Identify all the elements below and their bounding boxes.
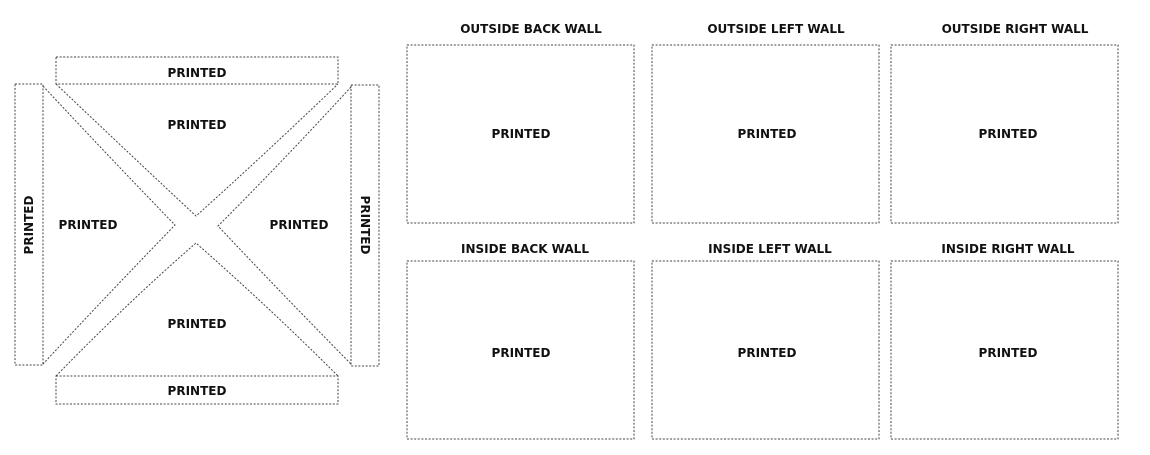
- right-flap-label: PRINTED: [358, 196, 372, 255]
- right-flap: PRINTED: [350, 84, 380, 367]
- panel-title: INSIDE LEFT WALL: [708, 242, 832, 256]
- left-wedge-label: PRINTED: [59, 218, 118, 232]
- left-flap-label: PRINTED: [22, 196, 36, 255]
- panel-content: PRINTED: [979, 346, 1038, 360]
- panel-title: OUTSIDE RIGHT WALL: [942, 22, 1089, 36]
- panel-outline: [890, 44, 1119, 224]
- panel-title: OUTSIDE BACK WALL: [460, 22, 602, 36]
- panel-content: PRINTED: [492, 127, 551, 141]
- bottom-wedge-outline: [55, 242, 339, 377]
- bottom-flap-outline: [55, 375, 339, 405]
- panel-outline: [651, 260, 880, 440]
- panel-content: PRINTED: [738, 127, 797, 141]
- top-wedge-outline: [55, 83, 339, 217]
- top-flap: PRINTED: [55, 56, 339, 85]
- right-wedge: PRINTED: [217, 86, 352, 365]
- base-template: PRINTED PRINTED PRINTED PRINTED PRINTED …: [14, 56, 380, 405]
- panel-outline: [890, 260, 1119, 440]
- bottom-wedge: PRINTED: [55, 242, 339, 377]
- panel-inside-back-wall: INSIDE BACK WALL PRINTED: [406, 242, 635, 440]
- panel-inside-right-wall: INSIDE RIGHT WALL PRINTED: [890, 242, 1119, 440]
- panel-outside-right-wall: OUTSIDE RIGHT WALL PRINTED: [890, 22, 1119, 224]
- panel-content: PRINTED: [492, 346, 551, 360]
- right-wedge-outline: [217, 86, 352, 365]
- panel-outside-back-wall: OUTSIDE BACK WALL PRINTED: [406, 22, 635, 224]
- bottom-wedge-label: PRINTED: [168, 317, 227, 331]
- panel-content: PRINTED: [738, 346, 797, 360]
- panel-outline: [406, 260, 635, 440]
- top-wedge-label: PRINTED: [168, 118, 227, 132]
- top-flap-label: PRINTED: [168, 66, 227, 80]
- panel-inside-left-wall: INSIDE LEFT WALL PRINTED: [651, 242, 880, 440]
- left-wedge: PRINTED: [42, 85, 176, 365]
- bottom-flap-label: PRINTED: [168, 384, 227, 398]
- top-flap-outline: [55, 56, 339, 85]
- top-wedge: PRINTED: [55, 83, 339, 217]
- left-flap: PRINTED: [14, 83, 44, 366]
- left-wedge-outline: [42, 85, 176, 365]
- panel-outline: [651, 44, 880, 224]
- panel-outside-left-wall: OUTSIDE LEFT WALL PRINTED: [651, 22, 880, 224]
- panel-title: INSIDE BACK WALL: [461, 242, 589, 256]
- panel-title: INSIDE RIGHT WALL: [941, 242, 1075, 256]
- right-wedge-label: PRINTED: [270, 218, 329, 232]
- bottom-flap: PRINTED: [55, 375, 339, 405]
- panel-title: OUTSIDE LEFT WALL: [707, 22, 845, 36]
- panel-outline: [406, 44, 635, 224]
- panel-content: PRINTED: [979, 127, 1038, 141]
- wall-panels: OUTSIDE BACK WALL PRINTED OUTSIDE LEFT W…: [406, 22, 1119, 440]
